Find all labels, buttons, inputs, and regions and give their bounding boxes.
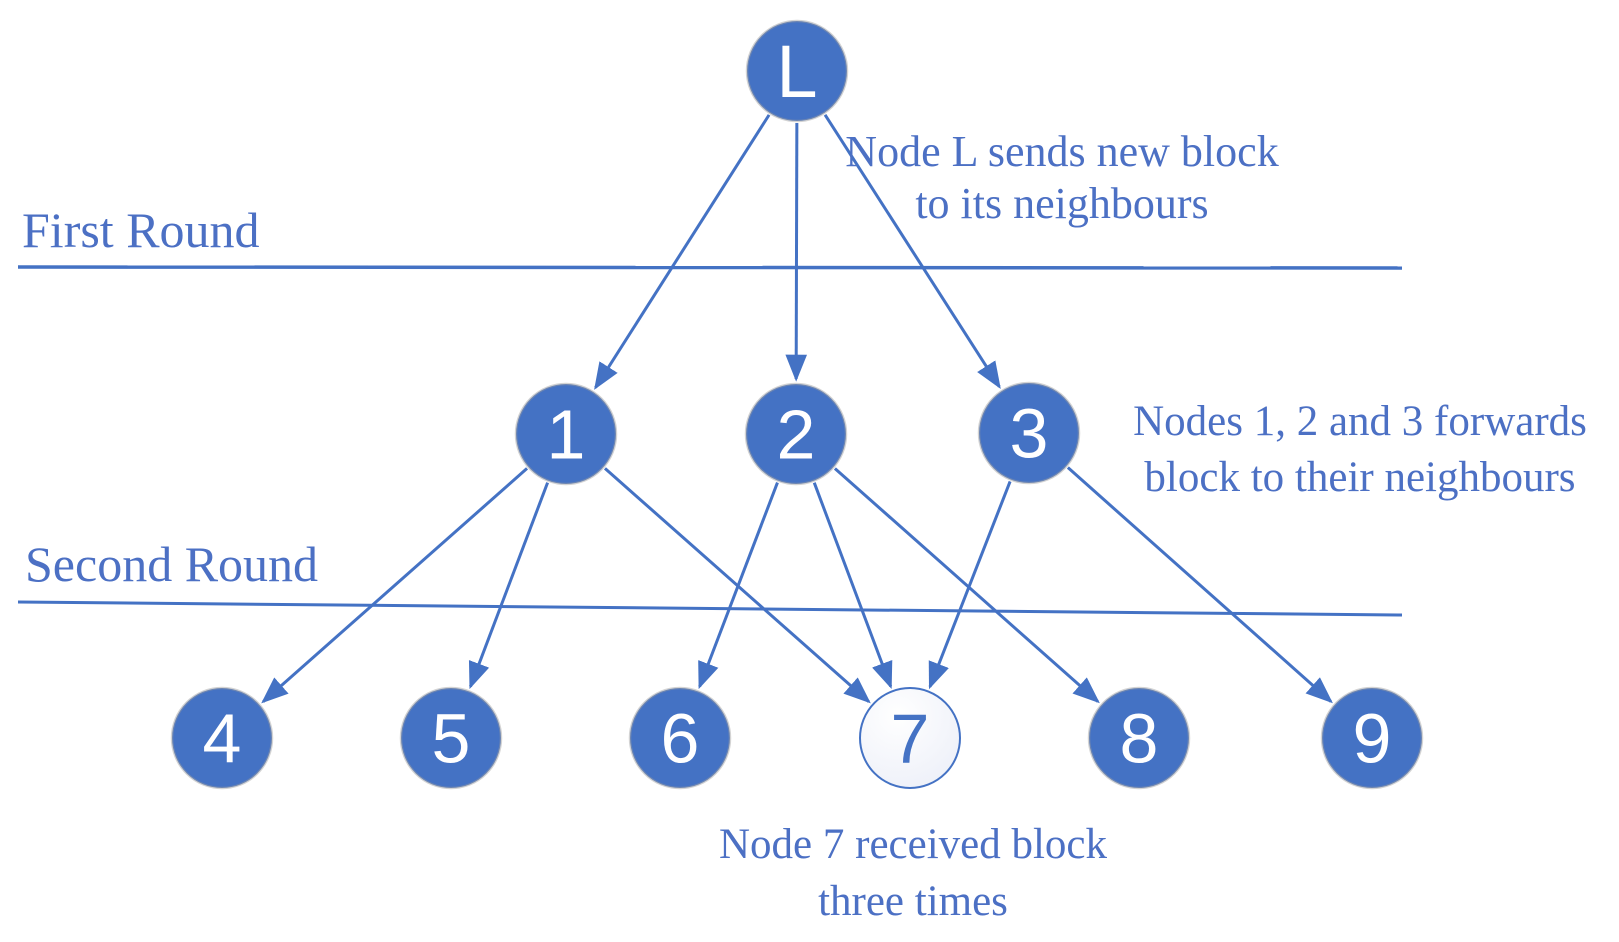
edge-L-3: [823, 113, 1001, 389]
edge-1-5: [468, 482, 550, 690]
node-4: 4: [170, 686, 274, 790]
node-8-circle: [1087, 686, 1191, 790]
node-5-label: 5: [432, 700, 471, 778]
node-5: 5: [399, 686, 503, 790]
node-9-label: 9: [1353, 700, 1392, 778]
node-4-circle: [170, 686, 274, 790]
node-3-circle: [977, 381, 1081, 485]
edge-L-2: [785, 122, 808, 382]
nodes-123-annotation: Nodes 1, 2 and 3 forwards block to their…: [1133, 394, 1587, 506]
node-L: L: [745, 19, 849, 123]
node-l-annotation-line2: to its neighbours: [915, 179, 1209, 228]
node-4-label: 4: [203, 700, 242, 778]
first-round-label: First Round: [22, 202, 260, 258]
edge-3-9: [1066, 466, 1333, 704]
node-1: 1: [514, 382, 618, 486]
edge-2-8: [833, 467, 1100, 704]
node-6-circle: [628, 686, 732, 790]
node-7-label: 7: [891, 700, 930, 778]
node-8-label: 8: [1120, 700, 1159, 778]
node-L-label: L: [776, 30, 817, 113]
edge-1-4: [261, 467, 529, 704]
node-2-circle: [744, 382, 848, 486]
node-7-annotation-line2: three times: [818, 878, 1008, 925]
edge-2-7: [812, 482, 893, 690]
node-3: 3: [977, 381, 1081, 485]
node-6-label: 6: [661, 700, 700, 778]
node-7: 7: [859, 687, 961, 789]
edge-3-7: [928, 480, 1012, 690]
node-9: 9: [1320, 686, 1424, 790]
node-8: 8: [1087, 686, 1191, 790]
node-1-label: 1: [547, 396, 586, 474]
node-1-circle: [514, 382, 618, 486]
node-5-circle: [399, 686, 503, 790]
node-2: 2: [744, 382, 848, 486]
node-l-annotation: Node L sends new block to its neighbours: [845, 126, 1278, 230]
edge-2-6: [698, 482, 779, 690]
nodes-123-annotation-line1: Nodes 1, 2 and 3 forwards: [1133, 398, 1587, 445]
node-3-label: 3: [1010, 395, 1049, 473]
node-9-circle: [1320, 686, 1424, 790]
node-7-annotation: Node 7 received block three times: [719, 816, 1107, 930]
second-round-line: [17, 600, 1403, 617]
node-7-circle: [859, 687, 961, 789]
second-round-label: Second Round: [25, 536, 319, 592]
nodes-123-annotation-line2: block to their neighbours: [1144, 454, 1576, 501]
node-2-label: 2: [777, 396, 816, 474]
edge-L-1: [594, 114, 771, 390]
node-l-annotation-line1: Node L sends new block: [845, 127, 1279, 176]
node-7-annotation-line1: Node 7 received block: [718, 821, 1108, 868]
first-round-line: [17, 265, 1403, 270]
node-6: 6: [628, 686, 732, 790]
node-L-circle: [745, 19, 849, 123]
